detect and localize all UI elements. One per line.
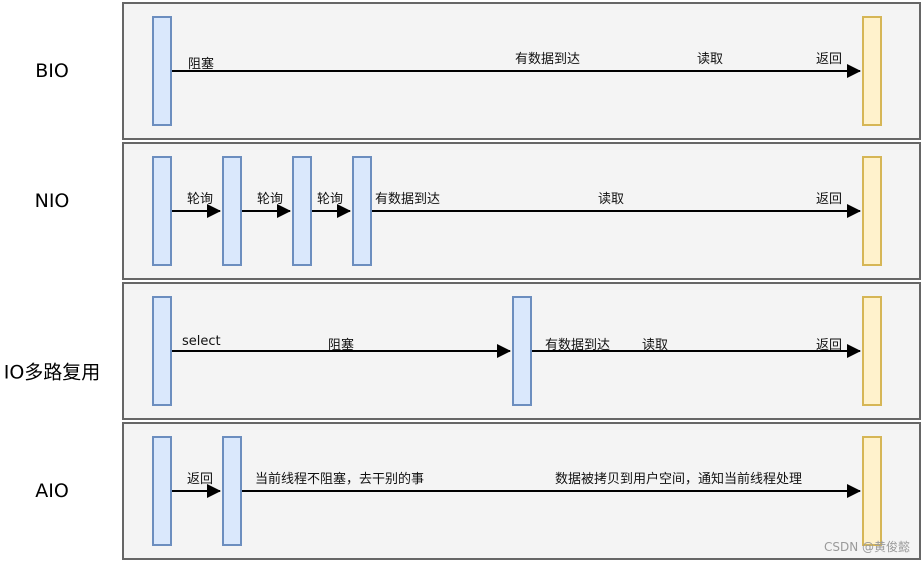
label-return: 返回 — [816, 338, 843, 353]
arrow — [372, 204, 861, 218]
lane-label-aio: AIO — [35, 480, 69, 502]
start-box — [152, 436, 172, 546]
arrow — [312, 204, 351, 218]
arrow — [172, 484, 221, 498]
label-data-arrived: 有数据到达 — [375, 192, 441, 207]
label-read: 读取 — [642, 338, 669, 353]
label-read: 读取 — [697, 52, 724, 67]
label-poll: 轮询 — [187, 192, 214, 207]
label-poll: 轮询 — [257, 192, 284, 207]
ready-box — [512, 296, 532, 406]
label-return: 返回 — [187, 472, 214, 487]
start-box — [152, 156, 172, 266]
end-box — [862, 16, 882, 126]
end-box — [862, 296, 882, 406]
label-return: 返回 — [816, 52, 843, 67]
start-box — [152, 296, 172, 406]
label-data-copied: 数据被拷贝到用户空间，通知当前线程处理 — [555, 472, 803, 487]
poll-box — [292, 156, 312, 266]
label-data-arrived: 有数据到达 — [545, 338, 611, 353]
label-poll: 轮询 — [317, 192, 344, 207]
arrow — [242, 204, 291, 218]
poll-box — [352, 156, 372, 266]
end-box — [862, 436, 882, 546]
lane-label-nio: NIO — [34, 190, 70, 212]
arrow — [172, 344, 511, 358]
label-thread-not-blocked: 当前线程不阻塞，去干别的事 — [255, 472, 425, 487]
label-read: 读取 — [598, 192, 625, 207]
end-box — [862, 156, 882, 266]
start-box — [152, 16, 172, 126]
label-block: 阻塞 — [328, 338, 355, 353]
label-data-arrived: 有数据到达 — [515, 52, 581, 67]
arrow — [532, 344, 861, 358]
label-return: 返回 — [816, 192, 843, 207]
lane-label-bio: BIO — [35, 60, 69, 82]
arrow — [242, 484, 861, 498]
watermark: CSDN @黄俊懿 — [823, 540, 910, 554]
return-box — [222, 436, 242, 546]
label-select: select — [182, 334, 221, 349]
lane-label-io-multiplexing: IO多路复用 — [3, 361, 101, 384]
poll-box — [222, 156, 242, 266]
arrow — [172, 64, 861, 78]
arrow — [172, 204, 221, 218]
label-block: 阻塞 — [188, 57, 215, 72]
